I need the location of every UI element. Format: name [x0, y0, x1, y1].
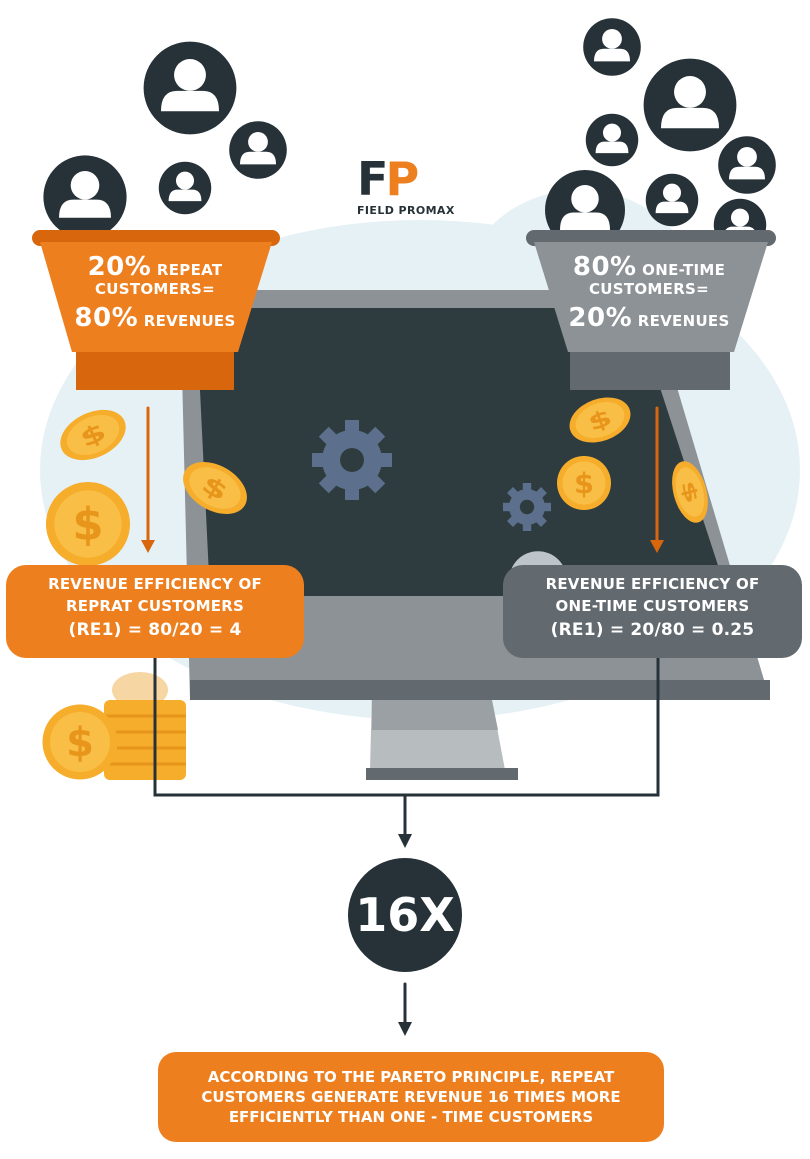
conclusion-box	[158, 1052, 664, 1142]
onetime-label-mid: CUSTOMERS=	[588, 280, 710, 298]
onetime-funnel-text: 80% ONE-TIME CUSTOMERS= 20% REVENUES	[534, 252, 764, 333]
repeat-customers-funnel	[32, 230, 280, 390]
onetime-efficiency-text: REVENUE EFFICIENCY OF ONE-TIME CUSTOMERS…	[503, 574, 802, 642]
user-icon	[583, 18, 641, 76]
gear-icon	[503, 483, 551, 531]
repeat-efficiency-line1: REVENUE EFFICIENCY OF	[48, 575, 262, 593]
repeat-efficiency-line3: (RE1) = 80/20 = 4	[68, 619, 242, 640]
repeat-efficiency-text: REVENUE EFFICIENCY OF REPRAT CUSTOMERS (…	[6, 574, 304, 642]
onetime-efficiency-line2: ONE-TIME CUSTOMERS	[555, 596, 750, 615]
arrow-down-icon	[398, 1022, 412, 1036]
onetime-customers-funnel	[526, 230, 776, 390]
repeat-percent-bottom: 80%	[74, 303, 139, 333]
repeat-label-top: REPEAT	[156, 261, 223, 279]
repeat-efficiency-line2: REPRAT CUSTOMERS	[66, 596, 244, 615]
repeat-label-bottom: REVENUES	[143, 312, 236, 330]
onetime-efficiency-box	[503, 565, 802, 658]
logo: FP	[357, 156, 419, 202]
conclusion-line2: CUSTOMERS GENERATE REVENUE 16 TIMES MORE	[201, 1087, 621, 1106]
onetime-percent-top: 80%	[572, 252, 637, 282]
connector-lines	[141, 406, 664, 1036]
user-icon	[229, 121, 287, 179]
onetime-label-bottom: REVENUES	[637, 312, 730, 330]
dollar-coin-icon	[557, 456, 611, 510]
onetime-efficiency-line1: REVENUE EFFICIENCY OF	[545, 575, 760, 593]
repeat-efficiency-box	[6, 565, 304, 658]
logo-name: FIELD PROMAX	[357, 204, 455, 217]
user-icon	[43, 155, 127, 239]
user-icon	[158, 161, 212, 215]
result-value: 16X	[355, 888, 455, 942]
conclusion-line1: ACCORDING TO THE PARETO PRINCIPLE, REPEA…	[207, 1067, 615, 1086]
onetime-label-top: ONE-TIME	[642, 261, 726, 279]
onetime-efficiency-line3: (RE1) = 20/80 = 0.25	[550, 619, 755, 640]
conclusion-text: ACCORDING TO THE PARETO PRINCIPLE, REPEA…	[158, 1052, 664, 1142]
dollar-coin-icon	[46, 482, 130, 566]
repeat-percent-top: 20%	[87, 252, 152, 282]
logo-letter-f: F	[357, 152, 388, 206]
user-icon	[585, 113, 639, 167]
repeat-funnel-text: 20% REPEAT CUSTOMERS= 80% REVENUES	[40, 252, 270, 333]
user-icon	[643, 58, 737, 152]
conclusion-line3: EFFICIENTLY THAN ONE - TIME CUSTOMERS	[228, 1108, 594, 1127]
result-circle	[348, 858, 462, 972]
logo-letter-p: P	[385, 152, 419, 206]
gear-icon	[312, 420, 392, 500]
onetime-percent-bottom: 20%	[568, 303, 633, 333]
dollar-coin-icon	[42, 704, 118, 780]
user-icon	[143, 41, 237, 135]
coin-stack	[104, 672, 186, 780]
user-icon	[645, 173, 699, 227]
arrow-down-icon	[398, 834, 412, 848]
user-icon	[718, 136, 776, 194]
repeat-label-mid: CUSTOMERS=	[94, 280, 216, 298]
